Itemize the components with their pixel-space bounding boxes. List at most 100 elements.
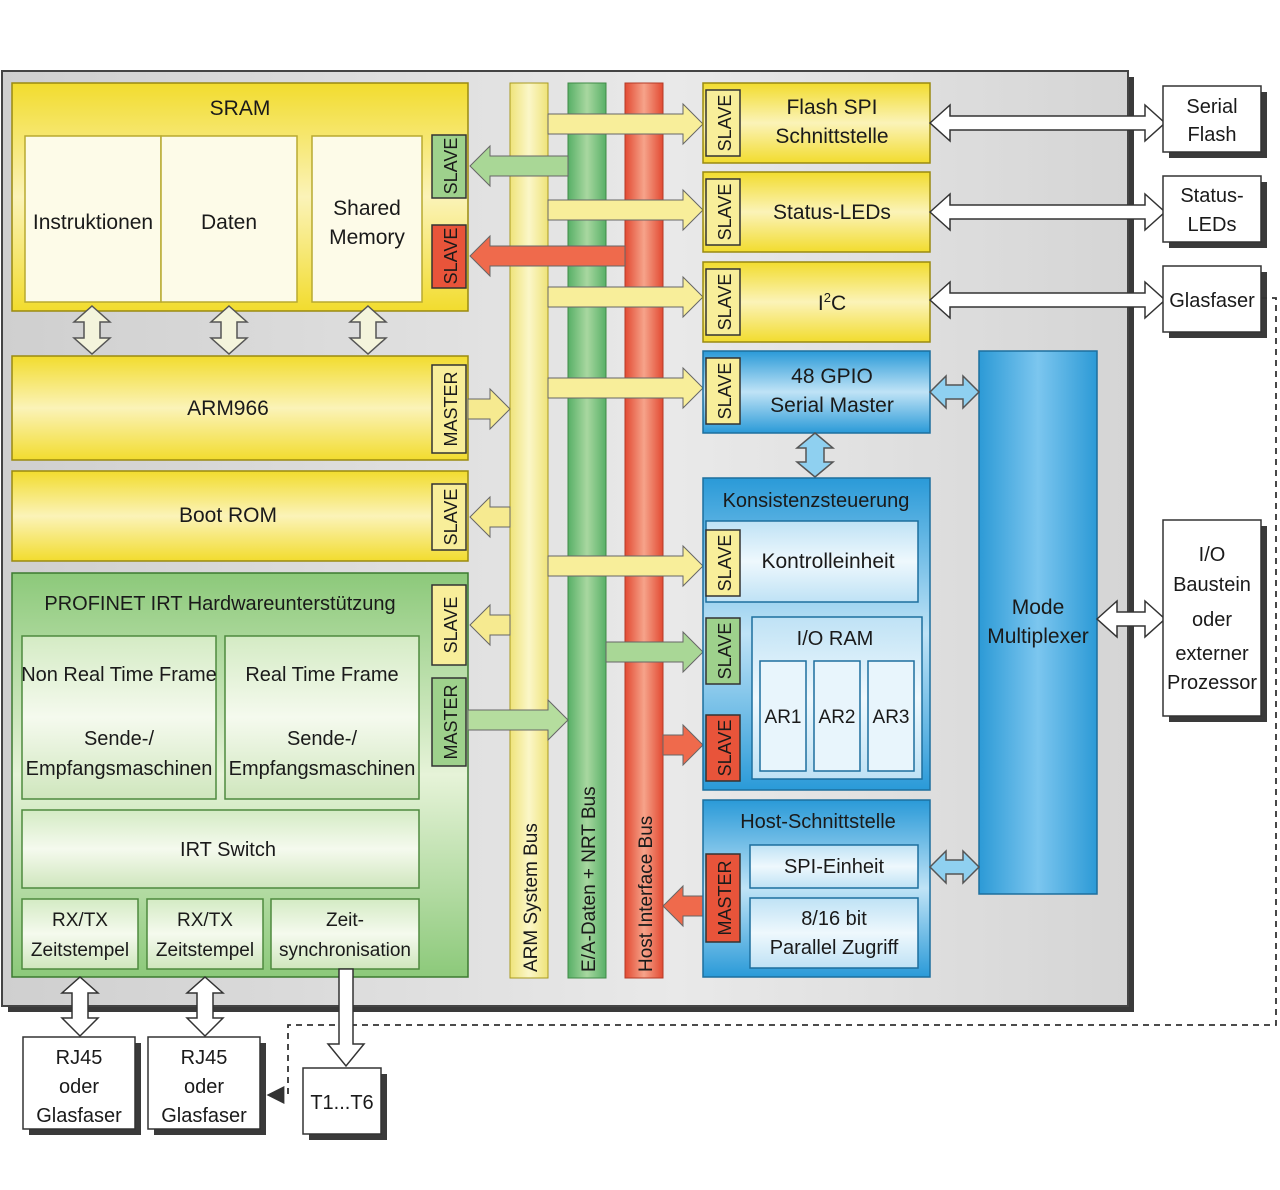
- flash-label: Flash: [1188, 124, 1237, 146]
- ext-t1-t6: T1...T6: [302, 1067, 387, 1140]
- double-arrow-icon: [185, 975, 225, 1038]
- daten-label: Daten: [201, 211, 257, 234]
- double-arrow-icon: [72, 304, 112, 356]
- ar2-cell: [813, 660, 861, 772]
- rt-frame-cell: [224, 635, 420, 800]
- dashed-glasfaser-connection: [266, 297, 1277, 1104]
- host-bus-label: Host Interface Bus: [636, 816, 657, 972]
- host-schnittstelle-block: Host-Schnittstelle MASTER SPI-Einheit 8/…: [702, 799, 931, 978]
- profinet-master-label: MASTER: [441, 684, 461, 759]
- rt-sende-label: Sende-/: [287, 728, 357, 750]
- arrow-right-icon: [547, 366, 704, 410]
- glasfaser-ext-label: Glasfaser: [1169, 290, 1255, 312]
- arm966-title: ARM966: [187, 397, 269, 420]
- nrt-empfang-label: Empfangsmaschinen: [26, 758, 213, 780]
- rxtx-label-1: RX/TX: [52, 910, 108, 931]
- rj45-label-2: RJ45: [181, 1047, 228, 1069]
- arrow-left-icon: [662, 884, 704, 928]
- status-leds-title: Status-LEDs: [773, 201, 891, 224]
- t16-label: T1...T6: [310, 1092, 373, 1114]
- oder-label-2: oder: [184, 1076, 224, 1098]
- ioram-label: I/O RAM: [797, 628, 874, 650]
- shared-label: Shared: [333, 197, 401, 220]
- bus-arrows: [467, 102, 704, 928]
- i2c-block: SLAVE I2C: [702, 261, 931, 343]
- arm-master-label: MASTER: [441, 371, 461, 446]
- zeitstempel-label-2: Zeitstempel: [156, 940, 254, 961]
- nrt-frame-cell: [21, 635, 217, 800]
- parallel-label-1: 8/16 bit: [801, 908, 867, 930]
- glasfaser-label-1: Glasfaser: [36, 1105, 122, 1127]
- zeitstempel-label-1: Zeitstempel: [31, 940, 129, 961]
- ioram-slave-red-tag: [705, 714, 741, 782]
- profinet-slave-label: SLAVE: [441, 597, 461, 654]
- ar3-cell: [867, 660, 915, 772]
- instruktionen-label: Instruktionen: [33, 211, 153, 234]
- ar1-label: AR1: [765, 707, 802, 728]
- arrow-left-icon: [469, 603, 511, 647]
- konsistenz-block: Konsistenzsteuerung SLAVE Kontrolleinhei…: [702, 477, 931, 791]
- flash-slave-tag: [705, 89, 741, 157]
- i2c-title: I2C: [818, 290, 846, 315]
- oder-label-1: oder: [59, 1076, 99, 1098]
- double-arrow-icon: [928, 849, 981, 885]
- double-arrow-icon: [348, 304, 388, 356]
- irt-switch-label: IRT Switch: [180, 839, 276, 861]
- status-slave-label: SLAVE: [715, 184, 735, 241]
- oder-label: oder: [1192, 609, 1232, 631]
- sram-title: SRAM: [210, 97, 271, 120]
- ext-rj45-2: RJ45 oder Glasfaser: [147, 1036, 266, 1135]
- arrow-right-icon: [662, 723, 704, 767]
- boot-rom-block: Boot ROM SLAVE: [11, 470, 469, 562]
- sram-instruktionen-cell: [24, 135, 162, 303]
- irt-switch-cell: [21, 809, 420, 889]
- nrt-sende-label: Sende-/: [84, 728, 154, 750]
- arrow-right-icon: [467, 387, 511, 431]
- ar1-cell: [759, 660, 807, 772]
- nrt-frame-title: Non Real Time Frame: [21, 664, 217, 686]
- double-arrow-icon: [60, 975, 100, 1038]
- mode-multiplexer-block: Mode Multiplexer: [978, 350, 1098, 895]
- glasfaser-label-2: Glasfaser: [161, 1105, 247, 1127]
- double-arrow-icon: [209, 304, 249, 356]
- rxtx-label-2: RX/TX: [177, 910, 233, 931]
- arrow-right-icon: [547, 102, 704, 146]
- spi-einheit-label: SPI-Einheit: [784, 856, 884, 878]
- arrow-left-icon: [469, 144, 569, 188]
- ar3-label: AR3: [873, 707, 910, 728]
- i2c-slave-label: SLAVE: [715, 274, 735, 331]
- ea-nrt-bus: E/A-Daten + NRT Bus: [567, 82, 607, 979]
- sram-shared-memory-cell: [311, 135, 423, 303]
- double-arrow-icon: [794, 432, 836, 478]
- spi-einheit-cell: [749, 844, 919, 889]
- io-label: I/O: [1199, 544, 1226, 566]
- ext-serial-flash: Serial Flash: [1162, 85, 1267, 158]
- arm966-block: ARM966 MASTER: [11, 355, 469, 461]
- double-arrow-icon: [928, 374, 981, 410]
- arrow-left-icon: [469, 234, 626, 278]
- gpio-slave-tag: [705, 357, 741, 425]
- zeitsync-cell: [270, 898, 420, 970]
- boot-rom-title: Boot ROM: [179, 504, 277, 527]
- arrow-right-icon: [547, 275, 704, 319]
- ioram-slave-red-label: SLAVE: [715, 720, 735, 777]
- baustein-label: Baustein: [1173, 574, 1251, 596]
- sram-slave-green-tag: [431, 134, 467, 199]
- kontroll-slave-tag: [705, 529, 741, 597]
- ea-bus-label: E/A-Daten + NRT Bus: [579, 786, 600, 972]
- mode-label-2: Multiplexer: [987, 625, 1089, 648]
- host-title: Host-Schnittstelle: [740, 811, 896, 833]
- parallel-cell: [749, 897, 919, 969]
- arrow-down-icon: [326, 968, 366, 1068]
- rxtx-cell-1: [21, 898, 139, 970]
- arm-bus-label: ARM System Bus: [521, 823, 542, 972]
- bottom-arrows: [60, 968, 366, 1068]
- arrow-left-icon: [469, 495, 511, 539]
- konsistenz-title: Konsistenzsteuerung: [723, 490, 910, 512]
- gpio-title-2: Serial Master: [770, 394, 894, 417]
- profinet-slave-tag: [431, 584, 467, 666]
- sram-arm-arrows: [72, 304, 388, 356]
- status-ext-label: Status-: [1180, 185, 1243, 207]
- gpio-block: SLAVE 48 GPIO Serial Master: [702, 350, 931, 434]
- arrow-right-icon: [547, 188, 704, 232]
